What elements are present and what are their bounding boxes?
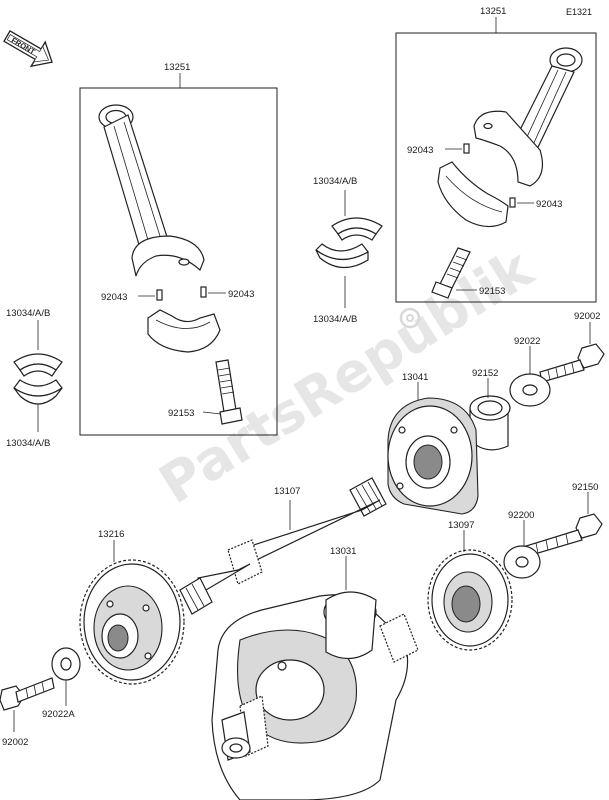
label-13031: 13031 <box>330 546 356 557</box>
gear-icon <box>399 307 421 329</box>
gear-13216 <box>79 559 185 685</box>
label-92043-d: 92043 <box>536 199 562 210</box>
washer-92200 <box>503 545 541 579</box>
label-92002-top: 92002 <box>574 311 600 322</box>
bearing-shell-lower-outer <box>13 379 63 405</box>
label-13034-b: 13034/A/B <box>6 438 50 449</box>
label-13107: 13107 <box>274 486 300 497</box>
label-92153-left: 92153 <box>168 408 194 419</box>
label-92002-bottom: 92002 <box>2 737 28 748</box>
label-92152: 92152 <box>472 368 498 379</box>
dowel-pin-92043-right-a <box>463 143 470 154</box>
bearing-shell-upper-outer <box>13 353 63 377</box>
label-13034-a: 13034/A/B <box>6 308 50 319</box>
rod-cap-left <box>147 309 221 353</box>
connecting-rod-left <box>98 104 205 277</box>
label-92200: 92200 <box>508 510 534 521</box>
front-arrow-icon: FRONT <box>3 30 53 68</box>
label-13251-right: 13251 <box>480 6 506 17</box>
rod-cap-right <box>437 161 509 228</box>
label-92043-a: 92043 <box>101 292 127 303</box>
label-92043-c: 92043 <box>407 145 433 156</box>
label-92022: 92022 <box>514 336 540 347</box>
dowel-pin-92043-left-b <box>200 286 207 298</box>
label-13251-left: 13251 <box>164 62 190 73</box>
dowel-pin-92043-left-a <box>156 289 163 301</box>
label-13041: 13041 <box>402 372 428 383</box>
bolt-92002-bottom <box>0 677 55 711</box>
bolt-92150 <box>525 513 603 557</box>
gear-13097 <box>427 549 513 651</box>
crankshaft-13031 <box>211 591 419 800</box>
conrod-box-left <box>79 87 278 436</box>
label-92150: 92150 <box>572 482 598 493</box>
bolt-92153-right <box>431 247 471 299</box>
washer-92022A <box>51 647 81 681</box>
connecting-rod-right <box>473 47 583 187</box>
label-92022A: 92022A <box>42 709 75 720</box>
bolt-92002-top <box>539 343 605 383</box>
bearing-shell-upper-middle <box>331 217 383 241</box>
washer-92022 <box>509 373 551 407</box>
label-13034-d: 13034/A/B <box>313 314 357 325</box>
label-13097: 13097 <box>448 520 474 531</box>
label-13034-c: 13034/A/B <box>313 176 357 187</box>
starter-clutch-13041 <box>387 397 479 515</box>
collar-92152 <box>469 395 511 451</box>
label-92043-b: 92043 <box>228 289 254 300</box>
bearing-shell-lower-middle <box>315 243 369 269</box>
bolt-92153-left <box>215 359 243 425</box>
label-13216: 13216 <box>98 529 124 540</box>
reference-code: E1321 <box>566 7 592 17</box>
shaft-13107 <box>179 477 387 615</box>
label-92153-right: 92153 <box>479 286 505 297</box>
dowel-pin-92043-right-b <box>509 197 516 208</box>
